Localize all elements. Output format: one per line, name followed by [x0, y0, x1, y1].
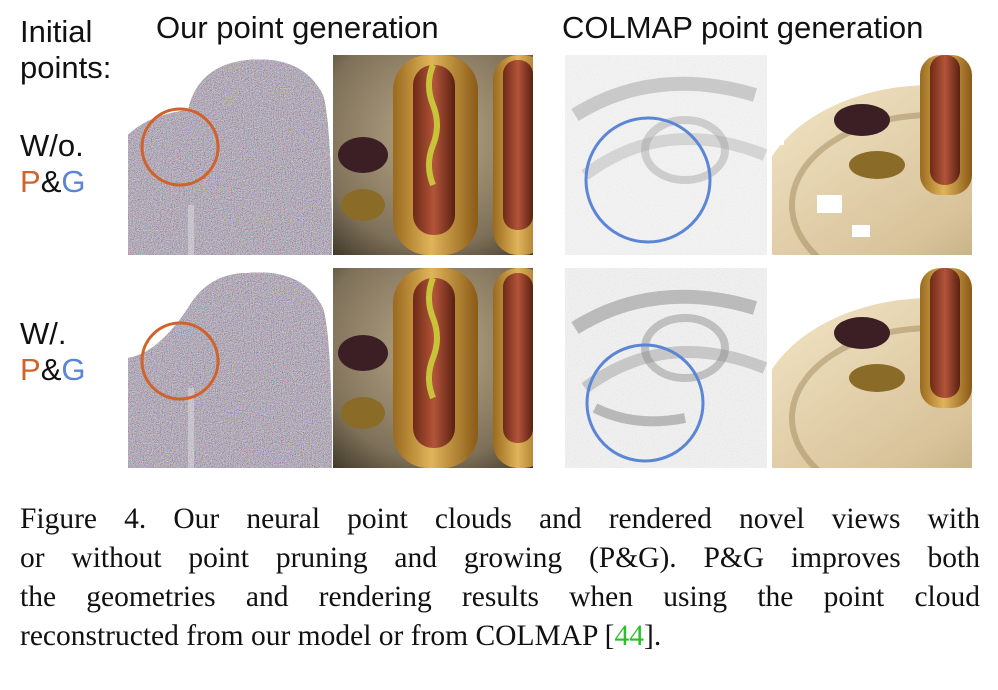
pg-g-letter: G — [61, 352, 86, 387]
caption-line-4: reconstructed from our model or from COL… — [20, 617, 980, 656]
highlight-circle-orange — [140, 321, 220, 401]
render-colmap-with-pg — [772, 268, 972, 468]
highlight-circle-blue — [585, 343, 705, 463]
caption-line-3: the geometries and rendering results whe… — [20, 581, 980, 613]
pointcloud-ours-with-pg — [128, 268, 332, 468]
row2-label-text: W/. — [20, 316, 67, 351]
pointcloud-colmap-without-pg — [565, 55, 767, 255]
caption-line-2: or without point pruning and growing (P&… — [20, 542, 980, 574]
caption-line-1: Figure 4. Our neural point clouds and re… — [20, 503, 980, 535]
citation-link[interactable]: 44 — [614, 620, 645, 652]
initial-label-line1: Initial — [20, 14, 93, 49]
render-ours-with-pg — [333, 268, 533, 468]
pg-amp: & — [40, 164, 62, 199]
highlight-circle-blue — [584, 116, 712, 244]
row-label-without-pg: W/o. P&G — [20, 128, 86, 200]
pg-p-letter: P — [20, 352, 41, 387]
initial-points-label: Initial points: — [20, 14, 111, 86]
pointcloud-colmap-with-pg — [565, 268, 767, 468]
render-colmap-without-pg — [772, 55, 972, 255]
pg-amp: & — [40, 352, 62, 387]
figure-caption: Figure 4. Our neural point clouds and re… — [20, 500, 980, 656]
initial-label-line2: points: — [20, 50, 112, 85]
caption-line-4-end: ]. — [644, 620, 662, 652]
column-title-colmap: COLMAP point generation — [562, 10, 924, 45]
row1-label-text: W/o. — [20, 128, 84, 163]
render-ours-without-pg — [333, 55, 533, 255]
caption-line-4-text: reconstructed from our model or from COL… — [20, 620, 615, 652]
pointcloud-ours-without-pg — [128, 55, 332, 255]
pg-g-letter: G — [61, 164, 86, 199]
column-title-ours: Our point generation — [156, 10, 439, 45]
pg-p-letter: P — [20, 164, 41, 199]
highlight-circle-orange — [140, 107, 220, 187]
row-label-with-pg: W/. P&G — [20, 316, 86, 388]
